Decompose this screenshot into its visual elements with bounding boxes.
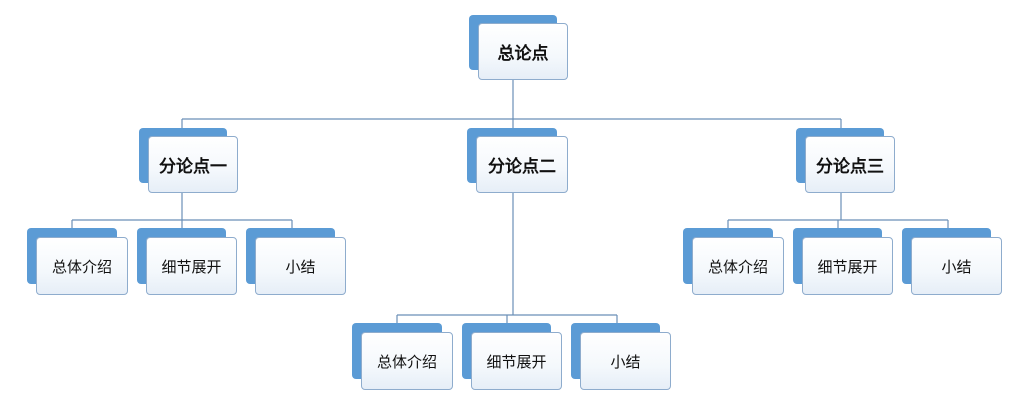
leaf-node-2-1-label: 总体介绍 (376, 352, 437, 371)
leaf-node-3-1: 总体介绍 (683, 228, 784, 295)
root-node: 总论点 (469, 15, 569, 81)
root-node-box: 总论点 (478, 23, 568, 80)
leaf-node-1-2-label: 细节展开 (161, 257, 222, 276)
branch-node-2-box: 分论点二 (476, 136, 568, 193)
branch-node-3-box: 分论点三 (805, 136, 895, 193)
leaf-node-1-3-label: 小结 (285, 257, 316, 276)
leaf-node-2-3-box: 小结 (580, 332, 671, 390)
leaf-node-3-2: 细节展开 (793, 228, 893, 295)
leaf-node-2-3-label: 小结 (610, 352, 641, 371)
leaf-node-3-3-box: 小结 (911, 237, 1002, 295)
leaf-node-2-2: 细节展开 (462, 323, 562, 390)
leaf-node-3-2-label: 细节展开 (817, 257, 878, 276)
branch-node-1-box: 分论点一 (148, 136, 238, 193)
leaf-node-3-1-label: 总体介绍 (707, 257, 768, 276)
leaf-node-3-3-label: 小结 (941, 257, 972, 276)
root-node-label: 总论点 (497, 44, 549, 64)
leaf-node-1-3: 小结 (246, 228, 346, 295)
branch-node-1: 分论点一 (139, 128, 239, 194)
leaf-node-3-1-box: 总体介绍 (692, 237, 784, 295)
leaf-node-2-3: 小结 (571, 323, 671, 390)
leaf-node-3-3: 小结 (902, 228, 1002, 295)
leaf-node-1-2: 细节展开 (137, 228, 237, 295)
leaf-node-2-2-label: 细节展开 (486, 352, 547, 371)
leaf-node-1-1-label: 总体介绍 (51, 257, 112, 276)
leaf-node-1-2-box: 细节展开 (146, 237, 237, 295)
leaf-node-2-1: 总体介绍 (352, 323, 453, 390)
leaf-node-1-1-box: 总体介绍 (36, 237, 128, 295)
leaf-node-2-1-box: 总体介绍 (361, 332, 453, 390)
branch-node-3: 分论点三 (796, 128, 896, 194)
branch-node-2: 分论点二 (467, 128, 569, 194)
leaf-node-1-1: 总体介绍 (27, 228, 128, 295)
branch-node-1-label: 分论点一 (159, 157, 227, 177)
leaf-node-1-3-box: 小结 (255, 237, 346, 295)
leaf-node-3-2-box: 细节展开 (802, 237, 893, 295)
branch-node-2-label: 分论点二 (488, 157, 556, 177)
branch-node-3-label: 分论点三 (816, 157, 884, 177)
leaf-node-2-2-box: 细节展开 (471, 332, 562, 390)
